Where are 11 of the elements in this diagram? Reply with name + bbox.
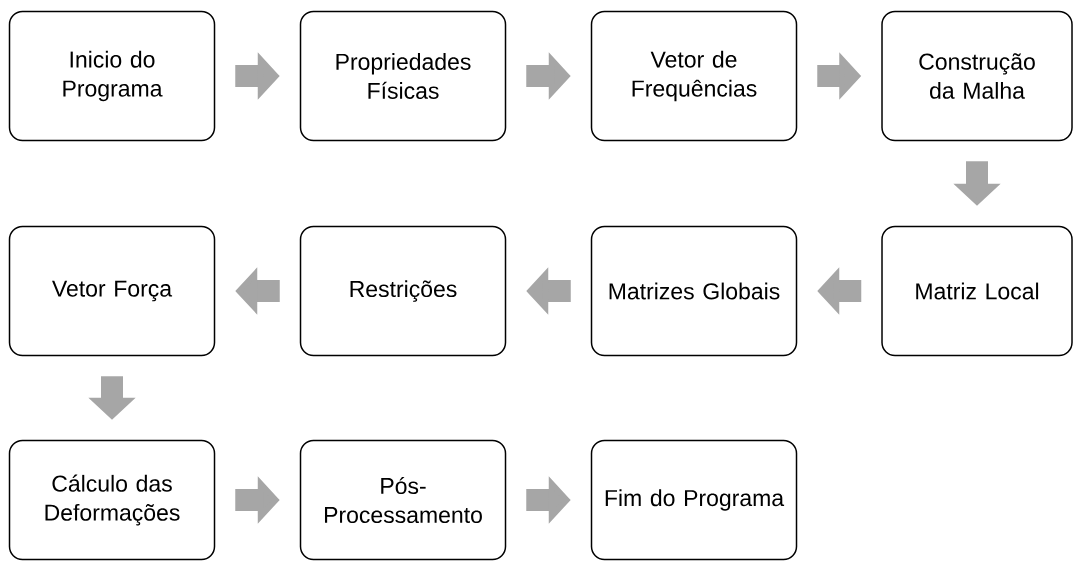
process-box: Matriz Local [881,225,1073,357]
process-box: Construção da Malha [881,10,1073,142]
process-box: Matrizes Globais [590,225,798,357]
process-box: Fim do Programa [590,439,798,561]
process-box: Cálculo das Deformações [8,439,216,561]
process-box: Vetor de Frequências [590,10,798,142]
process-box: Restrições [299,225,507,357]
process-box: Vetor Força [8,225,216,357]
process-box: Pós-Processamento [299,439,507,561]
process-box: Inicio do Programa [8,10,216,142]
process-box: Propriedades Físicas [299,10,507,142]
